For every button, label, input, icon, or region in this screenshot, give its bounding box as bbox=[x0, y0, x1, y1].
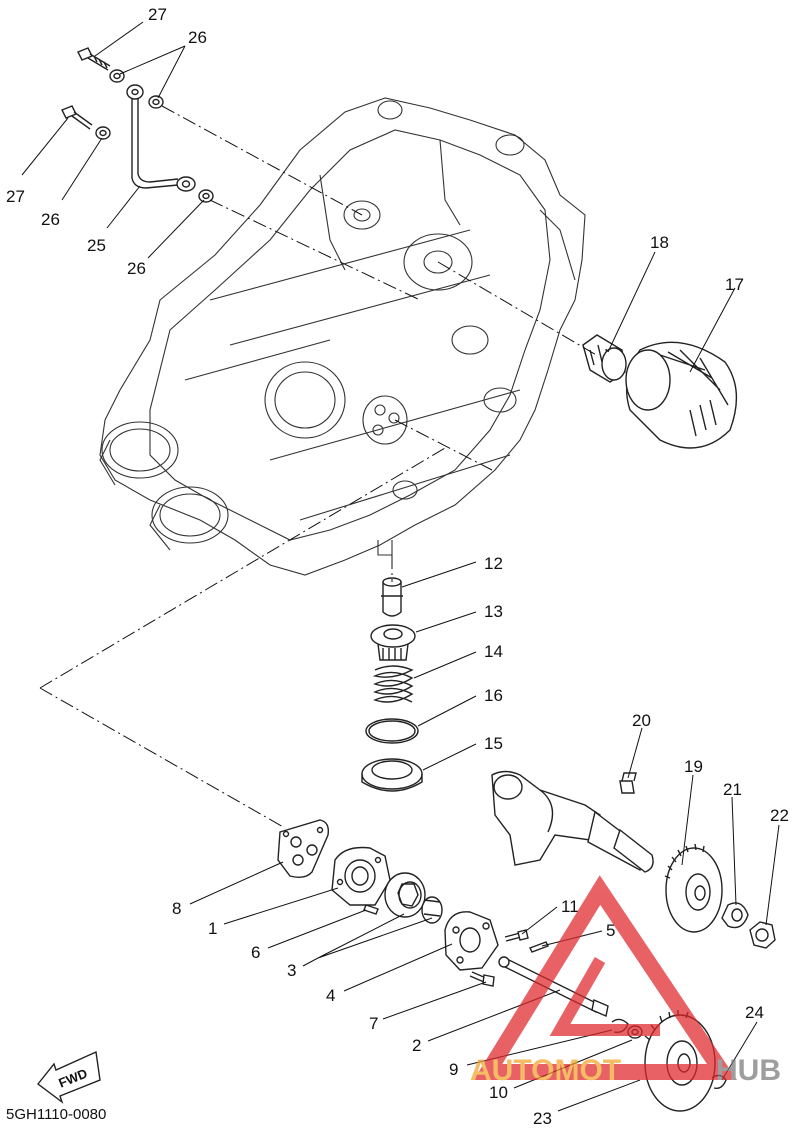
pin-5 bbox=[529, 941, 549, 953]
screw-7 bbox=[469, 971, 495, 987]
washer-26-upper-right bbox=[148, 95, 164, 109]
watermark-text-left: AUTOMOT bbox=[470, 1054, 621, 1087]
bolt-27-lower bbox=[61, 105, 93, 130]
callout-11: 11 bbox=[561, 897, 579, 916]
callout-16: 16 bbox=[484, 686, 503, 705]
callout-10: 10 bbox=[489, 1083, 508, 1102]
callout-14: 14 bbox=[484, 642, 503, 661]
callout-15: 15 bbox=[484, 734, 503, 753]
drive-gear-19 bbox=[664, 843, 723, 933]
pump-housing-1 bbox=[331, 846, 391, 906]
plug-13 bbox=[370, 624, 416, 661]
nut-22 bbox=[749, 921, 776, 949]
screw-11 bbox=[504, 929, 529, 942]
callout-23: 23 bbox=[533, 1109, 552, 1128]
callout-24: 24 bbox=[745, 1003, 764, 1022]
fwd-arrow: FWD bbox=[37, 1050, 101, 1104]
callout-27-lower: 27 bbox=[6, 187, 25, 206]
crankcase bbox=[99, 97, 586, 576]
callout-25: 25 bbox=[87, 236, 106, 255]
key-20 bbox=[619, 772, 637, 794]
washer-26-left bbox=[95, 126, 111, 140]
lock-washer-21 bbox=[721, 902, 749, 929]
pipe-12 bbox=[381, 577, 403, 617]
watermark-logo: AUTOMOT HUB bbox=[470, 875, 781, 1087]
washer-26-lower bbox=[198, 189, 214, 203]
oil-strainer-15 bbox=[361, 758, 423, 792]
oil-filter bbox=[625, 341, 738, 449]
callout-4: 4 bbox=[326, 986, 335, 1005]
callout-5: 5 bbox=[606, 921, 615, 940]
watermark-text-right: HUB bbox=[716, 1054, 781, 1087]
filter-union-bolt bbox=[582, 334, 627, 383]
callout-3: 3 bbox=[287, 961, 296, 980]
callout-26-left: 26 bbox=[41, 210, 60, 229]
inner-rotor bbox=[421, 896, 443, 924]
oil-delivery-pipe bbox=[126, 84, 196, 192]
callout-labels: 27 26 27 26 25 26 18 17 12 13 14 16 15 2… bbox=[6, 5, 789, 1128]
callout-18: 18 bbox=[650, 233, 669, 252]
callout-13: 13 bbox=[484, 602, 503, 621]
outer-rotor-3 bbox=[384, 872, 426, 918]
callout-17: 17 bbox=[725, 275, 744, 294]
callout-26-upper: 26 bbox=[188, 28, 207, 47]
pump-cover-4 bbox=[444, 911, 499, 971]
watermark-triangle bbox=[473, 875, 737, 1080]
callout-6: 6 bbox=[251, 943, 260, 962]
callout-2: 2 bbox=[412, 1036, 421, 1055]
callout-9: 9 bbox=[449, 1060, 458, 1079]
drive-shaft-housing bbox=[491, 770, 654, 873]
callout-7: 7 bbox=[369, 1014, 378, 1033]
bolt-27-upper bbox=[77, 47, 111, 71]
callout-26-lower: 26 bbox=[127, 259, 146, 278]
callout-1: 1 bbox=[208, 919, 217, 938]
callout-21: 21 bbox=[723, 780, 742, 799]
spring-14 bbox=[372, 665, 414, 703]
callout-12: 12 bbox=[484, 554, 503, 573]
diagram-code: 5GH1110-0080 bbox=[6, 1106, 106, 1123]
callout-8: 8 bbox=[172, 899, 181, 918]
gasket-8 bbox=[277, 819, 330, 879]
o-ring-16 bbox=[365, 718, 419, 744]
alignment-lines bbox=[39, 105, 599, 829]
callout-22: 22 bbox=[770, 806, 789, 825]
washer-26-upper-left bbox=[109, 69, 125, 83]
callout-19: 19 bbox=[684, 757, 703, 776]
callout-20: 20 bbox=[632, 711, 651, 730]
dowel-pin-6 bbox=[363, 904, 379, 915]
callout-27-upper: 27 bbox=[148, 5, 167, 24]
